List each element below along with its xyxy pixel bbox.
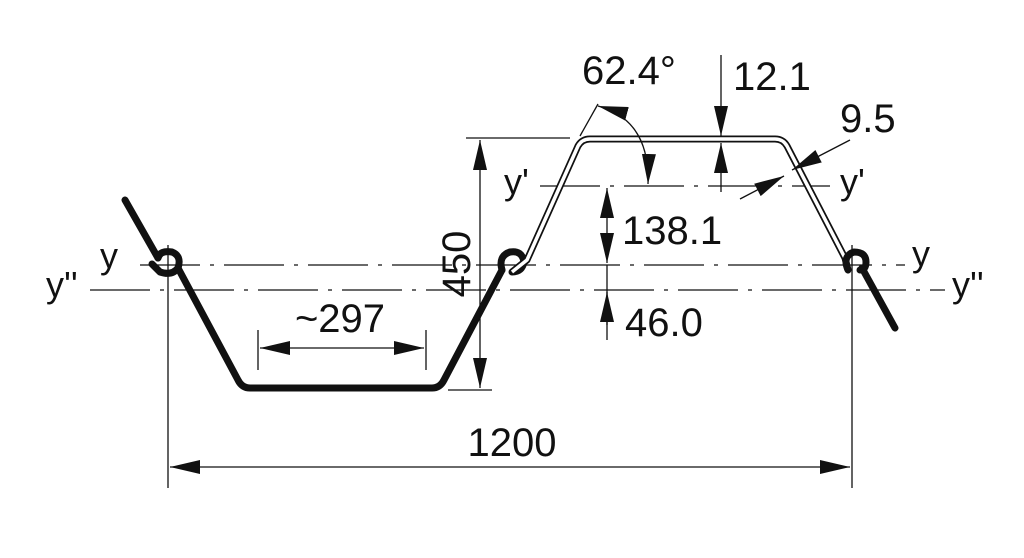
dimension-width-label: 1200 xyxy=(468,421,557,465)
left-tail xyxy=(121,196,162,262)
dimension-flange-thickness-label: 12.1 xyxy=(733,55,811,99)
axis-label-y-right: y xyxy=(912,233,930,274)
angle-leader xyxy=(579,103,599,137)
axis-label-y1-left: y' xyxy=(504,161,529,202)
axis-label-y-left: y xyxy=(100,235,118,276)
right-tail xyxy=(858,264,899,332)
dimension-9-5-top xyxy=(791,139,851,171)
left-interlock xyxy=(148,248,183,277)
trough-flange xyxy=(174,264,506,392)
axis-label-y2-left: y'' xyxy=(46,264,78,305)
dimension-y-double-prime-label: 46.0 xyxy=(625,301,703,345)
angle-label: 62.4° xyxy=(582,49,676,93)
axis-label-y2-right: y'' xyxy=(952,264,984,305)
angle-arc xyxy=(597,105,656,185)
crest-inner xyxy=(510,137,850,274)
dimension-height-label: 450 xyxy=(435,231,479,298)
dimension-web-thickness-label: 9.5 xyxy=(840,97,896,141)
dimension-flange-width-label: ~297 xyxy=(295,297,385,341)
axis-label-y1-right: y' xyxy=(840,161,865,202)
dimension-9-5-bottom xyxy=(739,175,785,200)
dimension-y-prime-label: 138.1 xyxy=(622,209,722,253)
